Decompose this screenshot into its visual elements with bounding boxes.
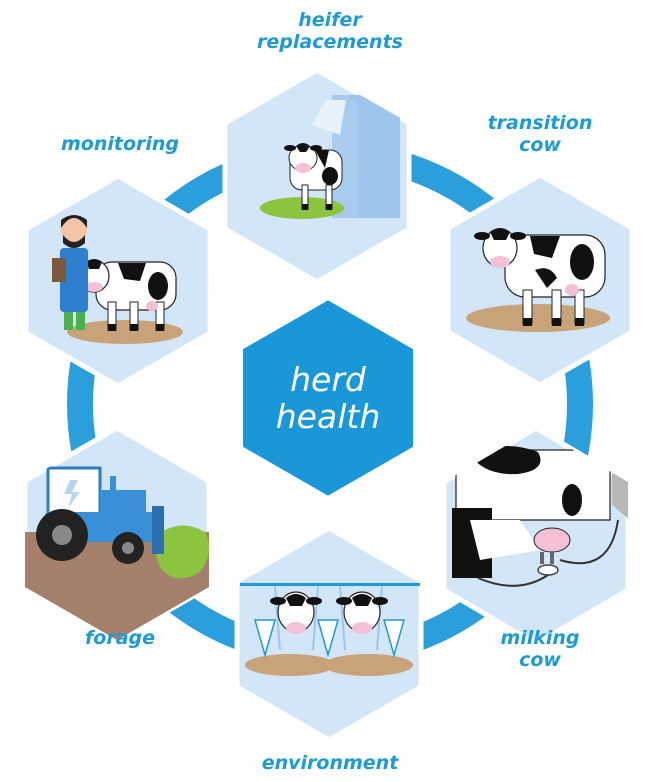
label-heifer-line2: replacements <box>257 31 403 53</box>
monitoring-hexagon <box>23 173 213 389</box>
label-transition-line1: transition <box>487 112 593 134</box>
transition-cow-hexagon <box>445 172 635 388</box>
label-transition-line2: cow <box>519 134 561 156</box>
farmer-with-cow-icon <box>52 215 183 344</box>
center-title-line2: health <box>275 397 381 436</box>
cows-in-stalls-icon <box>240 583 420 676</box>
milking-cow-hexagon <box>441 425 631 647</box>
center-title-line1: herd <box>290 360 366 399</box>
label-environment: environment <box>261 752 399 774</box>
standing-cow-icon <box>466 228 610 332</box>
label-monitoring: monitoring <box>60 133 180 155</box>
milking-machine-cow-icon <box>452 446 628 587</box>
label-milking-line2: cow <box>519 649 561 671</box>
label-forage: forage <box>85 627 155 649</box>
label-heifer-line1: heifer <box>298 9 362 31</box>
cow-with-shed-icon <box>260 95 400 219</box>
tractor-icon <box>25 466 209 640</box>
heifer-replacements-hexagon <box>222 67 412 285</box>
label-milking-line1: milking <box>500 627 580 649</box>
center-hexagon <box>239 295 417 501</box>
environment-hexagon <box>234 525 424 743</box>
forage-hexagon <box>22 425 212 643</box>
